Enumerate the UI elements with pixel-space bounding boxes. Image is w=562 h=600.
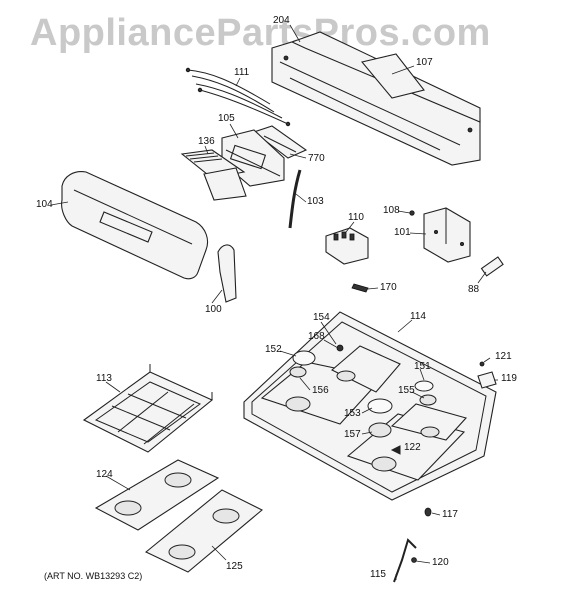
electrode-part-115 [393,538,417,583]
callout-121: 121 [495,351,512,362]
callout-152: 152 [265,344,282,355]
door-rod-part [288,169,302,229]
callout-157: 157 [344,429,361,440]
drip-pan-part-125 [144,489,263,573]
screw-part-108 [409,210,415,216]
callout-110: 110 [348,212,364,223]
membrane-switch-part [180,149,247,201]
leader-lines [50,24,498,580]
screw-part-121 [479,361,485,367]
watermark-logo: AppliancePartsPros.com [30,12,491,54]
callout-103: 103 [307,196,324,207]
callout-113: 113 [96,373,112,384]
callout-153: 153 [344,408,361,419]
switch-block-part [325,227,369,265]
callout-117: 117 [442,509,458,520]
backsplash-panel-part [271,31,481,166]
art-number-label: (ART NO. WB13293 C2) [44,571,143,581]
callout-88: 88 [468,284,480,295]
drip-pan-part-124 [94,459,220,531]
callout-154: 154 [313,312,330,323]
bracket-part-119 [477,371,497,389]
callout-168: 168 [308,331,325,342]
callout-108: 108 [383,205,400,216]
callout-156: 156 [312,385,329,396]
callout-155: 155 [398,385,415,396]
clip-part-117 [424,507,432,517]
bracket-part [423,207,471,263]
end-cap-part [217,244,237,303]
callout-111: 111 [234,67,250,78]
callout-105: 105 [218,113,235,124]
callout-107: 107 [416,57,433,68]
wire-harness-part [185,67,291,127]
callout-124: 124 [96,469,113,480]
callout-204: 204 [273,15,290,26]
relay-board-part [252,125,308,159]
callout-119: 119 [501,373,517,384]
callout-115: 115 [370,569,386,580]
callout-120: 120 [432,557,449,568]
screw-part-120 [411,557,417,563]
control-panel-part [61,171,209,280]
callout-114: 114 [410,311,426,322]
leveling-leg-part [480,256,504,277]
arrow-122 [390,445,401,455]
callout-151: 151 [414,361,431,372]
callout-122: 122 [404,442,421,453]
callout-770: 770 [308,153,325,164]
callout-104: 104 [36,199,53,210]
screw-part-170 [351,283,369,293]
callout-100: 100 [205,304,222,315]
burner-grate-part [82,364,214,453]
callout-170: 170 [380,282,397,293]
callout-101: 101 [394,227,411,238]
callout-136: 136 [198,136,215,147]
callout-125: 125 [226,561,243,572]
burner-heads [285,344,440,472]
